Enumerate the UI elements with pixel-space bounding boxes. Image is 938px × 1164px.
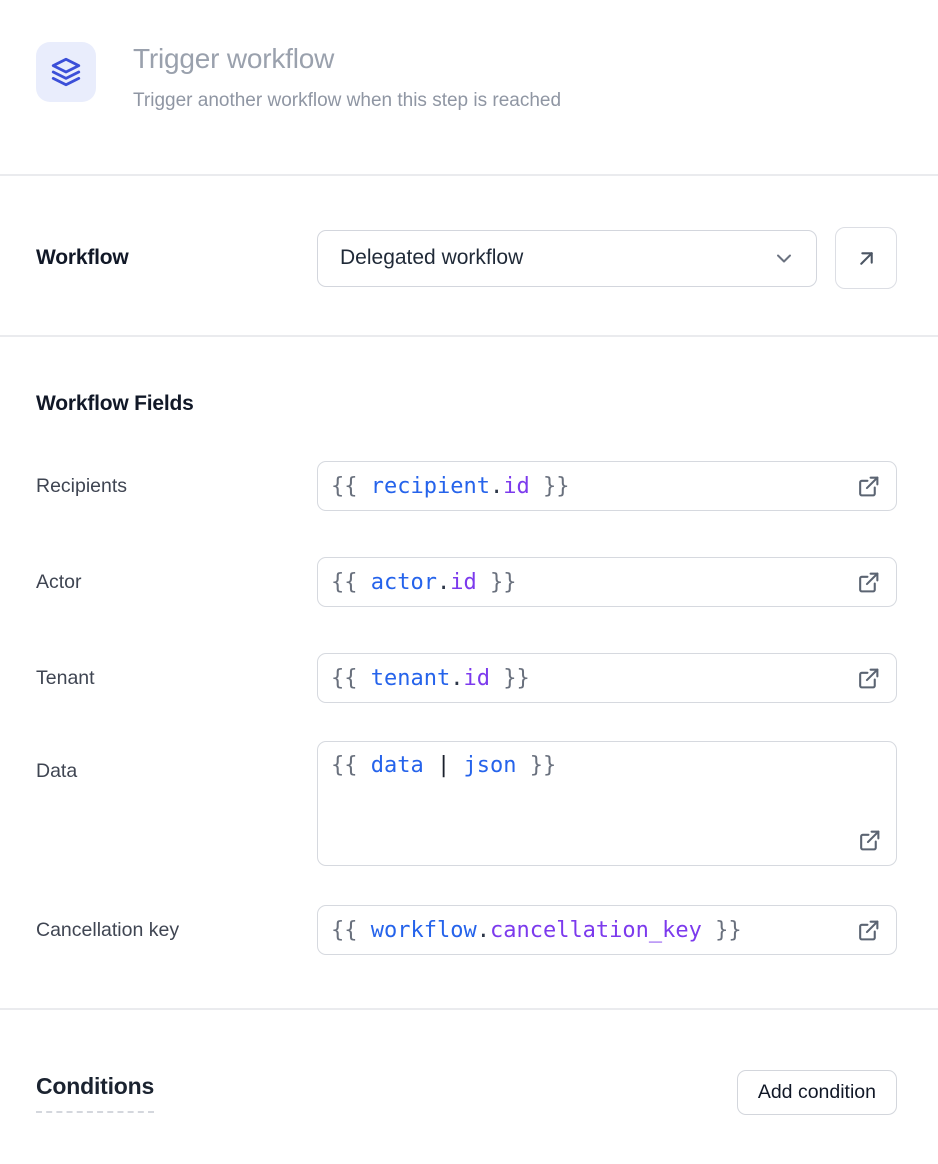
- divider: [0, 174, 938, 176]
- workflow-fields-heading: Workflow Fields: [36, 392, 194, 415]
- external-link-icon[interactable]: [856, 666, 881, 691]
- external-link-icon[interactable]: [856, 918, 881, 943]
- divider: [0, 1008, 938, 1010]
- external-link-icon[interactable]: [857, 828, 882, 853]
- field-label: Tenant: [36, 666, 95, 689]
- workflow-select[interactable]: Delegated workflow: [317, 229, 817, 287]
- layers-icon: [49, 55, 83, 89]
- liquid-code: {{ actor.id }}: [331, 569, 517, 595]
- field-label: Actor: [36, 570, 82, 593]
- conditions-heading: Conditions: [36, 1073, 154, 1113]
- field-row-data: Data {{ data | json }}: [36, 741, 897, 866]
- field-label: Data: [36, 760, 78, 782]
- conditions-section: Conditions Add condition: [0, 1010, 938, 1115]
- liquid-code: {{ tenant.id }}: [331, 665, 530, 691]
- open-workflow-button[interactable]: [835, 227, 897, 289]
- field-row-actor: Actor {{ actor.id }}: [36, 557, 897, 607]
- liquid-code: {{ recipient.id }}: [331, 473, 570, 499]
- recipients-input[interactable]: {{ recipient.id }}: [317, 461, 897, 511]
- add-condition-button[interactable]: Add condition: [736, 1070, 897, 1115]
- workflow-select-value: Delegated workflow: [340, 246, 524, 269]
- external-link-icon[interactable]: [856, 474, 881, 499]
- field-label: Cancellation key: [36, 918, 180, 941]
- step-icon-badge: [36, 42, 96, 102]
- field-label: Recipients: [36, 474, 128, 497]
- data-input[interactable]: {{ data | json }}: [317, 741, 897, 866]
- step-subtitle: Trigger another workflow when this step …: [133, 90, 562, 111]
- field-row-tenant: Tenant {{ tenant.id }}: [36, 653, 897, 703]
- workflow-label: Workflow: [36, 246, 129, 269]
- liquid-code: {{ workflow.cancellation_key }}: [331, 917, 742, 943]
- field-row-cancellation-key: Cancellation key {{ workflow.cancellatio…: [36, 905, 897, 955]
- liquid-code: {{ data | json }}: [331, 753, 557, 778]
- workflow-fields-section: Workflow Fields Recipients {{ recipient.…: [0, 392, 938, 955]
- arrow-up-right-icon: [854, 246, 879, 271]
- cancellation-key-input[interactable]: {{ workflow.cancellation_key }}: [317, 905, 897, 955]
- workflow-selector-row: Workflow Delegated workflow: [0, 176, 938, 289]
- chevron-down-icon: [772, 246, 796, 270]
- external-link-icon[interactable]: [856, 570, 881, 595]
- step-title[interactable]: Trigger workflow: [133, 43, 335, 74]
- step-header: Trigger workflow Trigger another workflo…: [0, 0, 938, 112]
- field-row-recipients: Recipients {{ recipient.id }}: [36, 461, 897, 511]
- tenant-input[interactable]: {{ tenant.id }}: [317, 653, 897, 703]
- divider: [0, 335, 938, 337]
- actor-input[interactable]: {{ actor.id }}: [317, 557, 897, 607]
